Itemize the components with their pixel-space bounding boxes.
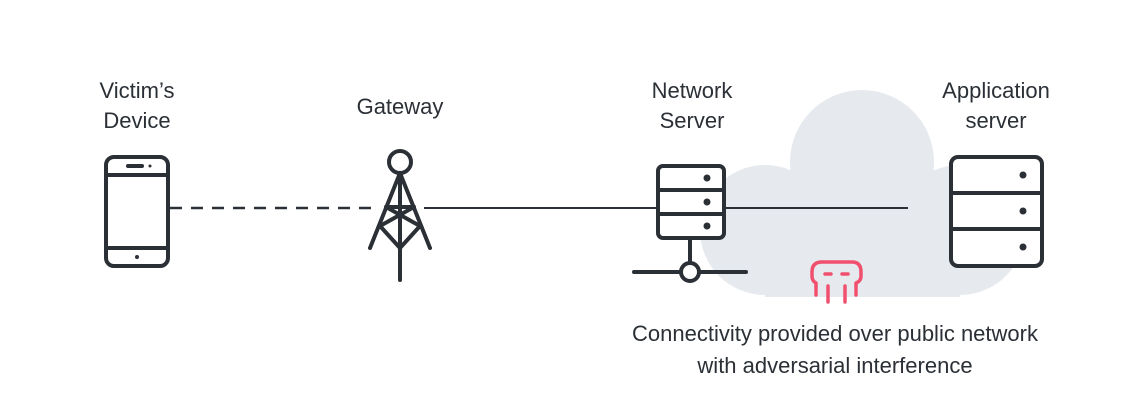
network-server-label-line2: Server [659, 108, 725, 133]
skull-icon [810, 260, 863, 304]
application-server-label-line1: Application [942, 78, 1050, 103]
victim-device-label-line1: Victim’s [99, 78, 175, 103]
gateway-label-line1: Gateway [356, 94, 444, 119]
network-server-label-line1: Network [651, 78, 733, 103]
victim-device-label: Victim’s Device [76, 76, 198, 136]
radio-tower-icon [368, 149, 432, 282]
victim-device-label-line2: Device [103, 108, 171, 133]
application-server-icon [949, 155, 1044, 268]
gateway-label: Gateway [336, 92, 464, 122]
application-server-label: Application server [921, 76, 1071, 136]
network-caption: Connectivity provided over public networ… [500, 318, 1147, 382]
network-server-label: Network Server [628, 76, 756, 136]
server-icon [632, 164, 748, 283]
network-caption-line1: Connectivity provided over public networ… [632, 321, 1038, 346]
network-caption-line2: with adversarial interference [697, 353, 973, 378]
application-server-label-line2: server [965, 108, 1027, 133]
smartphone-icon [104, 155, 170, 268]
